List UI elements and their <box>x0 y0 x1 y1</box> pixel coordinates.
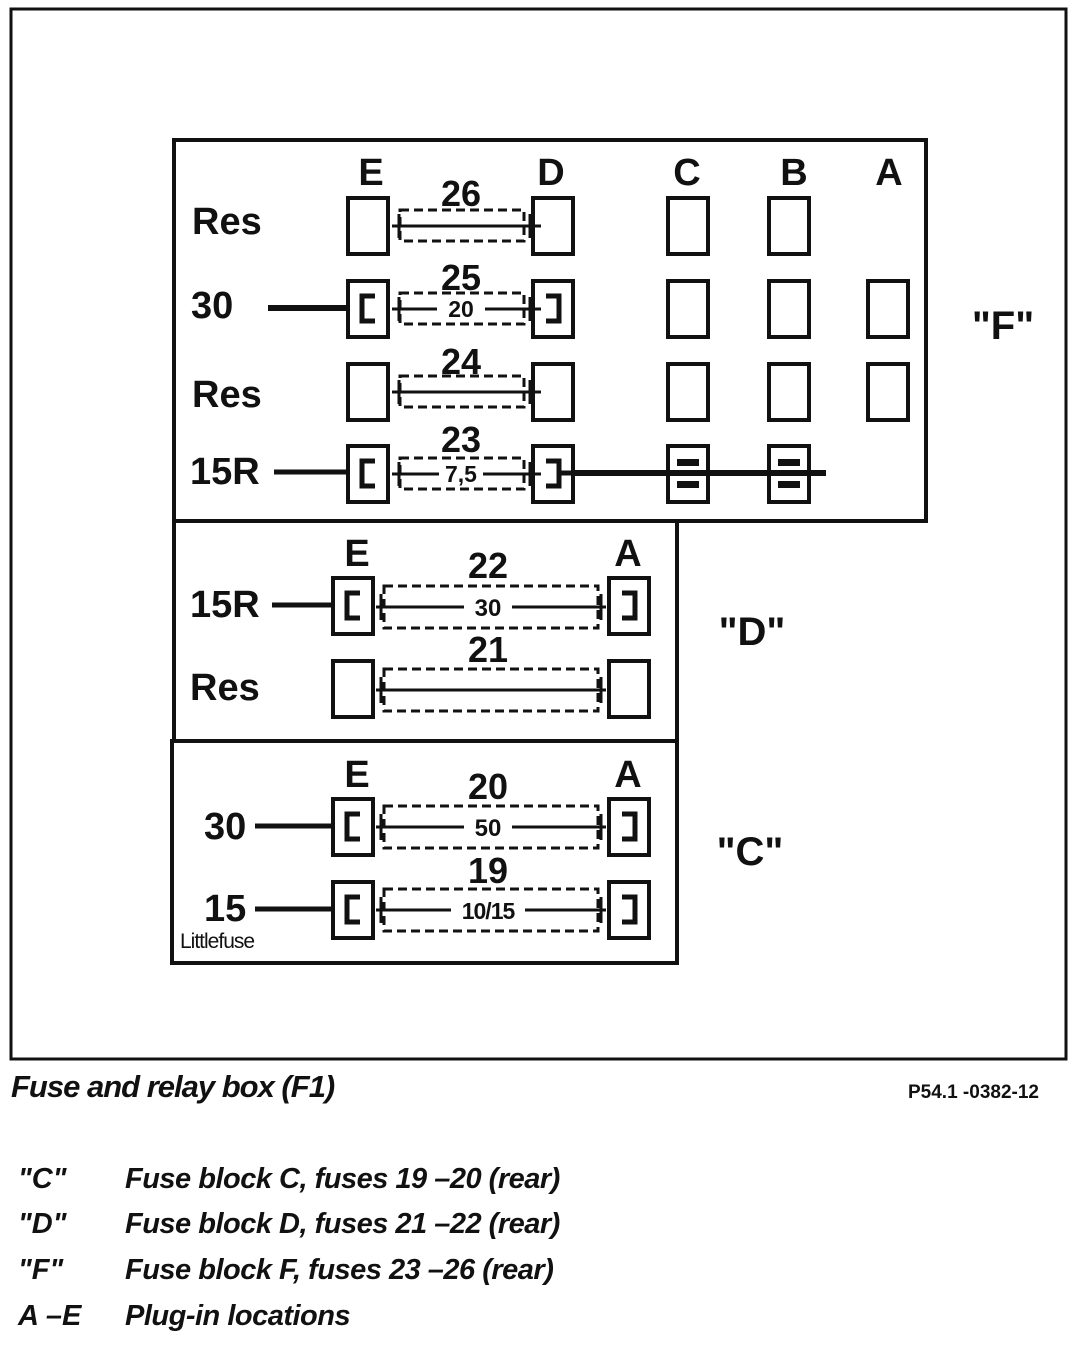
fuse-block-d: E A 15R 22 30 Res 21 "D" <box>190 533 786 719</box>
socket-a <box>866 279 910 339</box>
socket-contact-d <box>546 293 562 324</box>
d-row-22: 15R 22 30 <box>190 545 651 636</box>
socket-e <box>346 362 390 422</box>
figure-reference: P54.1 -0382-12 <box>908 1082 1039 1103</box>
d-row-21: Res 21 <box>190 629 651 719</box>
c-col-a: A <box>614 754 641 796</box>
fuse-diagram: E D C B A Res 26 30 25 <box>9 7 1068 1061</box>
f-col-a: A <box>875 152 902 194</box>
fuse-number: 21 <box>468 629 508 670</box>
socket-a <box>866 362 910 422</box>
block-label-d: "D" <box>719 610 786 654</box>
fuse-number: 26 <box>441 173 481 214</box>
socket-contact-a <box>622 811 638 842</box>
c-col-e: E <box>344 754 369 796</box>
legend-key-a-e: A –E <box>18 1300 82 1332</box>
socket-e <box>331 576 375 636</box>
legend-key-d: "D" <box>18 1208 67 1240</box>
socket-c <box>666 196 710 256</box>
d-col-a: A <box>614 533 641 575</box>
fuse-rating: 7,5 <box>445 461 477 487</box>
legend-text-f: Fuse block F, fuses 23 –26 (rear) <box>125 1254 554 1286</box>
socket-e <box>331 797 375 857</box>
row-terminal: 30 <box>204 806 246 848</box>
fuse-number: 19 <box>468 850 508 891</box>
f-col-d: D <box>537 152 564 194</box>
fuse-number: 25 <box>441 257 481 298</box>
socket-e <box>346 279 390 339</box>
f-col-b: B <box>780 152 807 194</box>
socket-c <box>666 362 710 422</box>
row-terminal: 30 <box>191 285 233 327</box>
row-terminal: Res <box>190 667 260 709</box>
legend-text-plugin: Plug-in locations <box>125 1300 351 1332</box>
row-terminal: Res <box>192 374 262 416</box>
c-row-20: 30 20 50 <box>204 766 651 857</box>
legend-key-f: "F" <box>18 1254 64 1286</box>
socket-b <box>767 279 811 339</box>
socket-e <box>346 196 390 256</box>
fuse-rating: 30 <box>475 595 502 622</box>
socket-a <box>607 659 651 719</box>
fuse-block-c: E A 30 20 50 15 19 <box>180 754 783 953</box>
block-label-f: "F" <box>972 304 1034 348</box>
socket-contact-e <box>344 590 360 621</box>
fuse-number: 22 <box>468 545 508 586</box>
row-terminal: 15 <box>204 888 246 930</box>
socket-e <box>346 444 390 504</box>
socket-contact-e <box>344 811 360 842</box>
fuse-rating: 10/15 <box>462 898 516 924</box>
socket-e <box>331 659 375 719</box>
fuse-rating: 20 <box>448 296 474 322</box>
row-terminal: 15R <box>190 584 260 626</box>
socket-contact-e <box>359 458 375 489</box>
block-label-c: "C" <box>717 830 784 874</box>
socket-a <box>607 576 651 636</box>
d-col-e: E <box>344 533 369 575</box>
socket-contact-a <box>622 590 638 621</box>
socket-contact-e <box>344 894 360 925</box>
socket-a <box>607 880 651 940</box>
socket-b <box>767 196 811 256</box>
f-col-e: E <box>358 152 383 194</box>
socket-contact-e <box>359 293 375 324</box>
socket-c <box>666 279 710 339</box>
fuse-number: 20 <box>468 766 508 807</box>
legend-text-c: Fuse block C, fuses 19 –20 (rear) <box>125 1163 560 1195</box>
f-col-c: C <box>673 152 700 194</box>
fuse-rating: 50 <box>475 815 502 842</box>
f-row-26: Res 26 <box>192 173 811 256</box>
legend-key-c: "C" <box>18 1163 67 1195</box>
legend-text-d: Fuse block D, fuses 21 –22 (rear) <box>125 1208 560 1240</box>
socket-e <box>331 880 375 940</box>
brand-label: Littlefuse <box>180 930 254 953</box>
f-row-24: Res 24 <box>192 341 910 422</box>
socket-a <box>607 797 651 857</box>
fuse-block-c-box <box>170 739 679 965</box>
fuse-block-f: E D C B A Res 26 30 25 <box>190 152 1034 504</box>
outer-frame <box>9 7 1068 1061</box>
c-row-19: 15 19 10/15 <box>204 850 651 940</box>
socket-contact-a <box>622 894 638 925</box>
fuse-number: 23 <box>441 419 481 460</box>
socket-b <box>767 362 811 422</box>
row-terminal: Res <box>192 201 262 243</box>
f-row-23: 15R 23 7,5 <box>190 419 826 504</box>
row-terminal: 15R <box>190 451 260 493</box>
figure-title: Fuse and relay box (F1) <box>11 1069 335 1104</box>
f-row-25: 30 25 20 <box>191 257 910 339</box>
